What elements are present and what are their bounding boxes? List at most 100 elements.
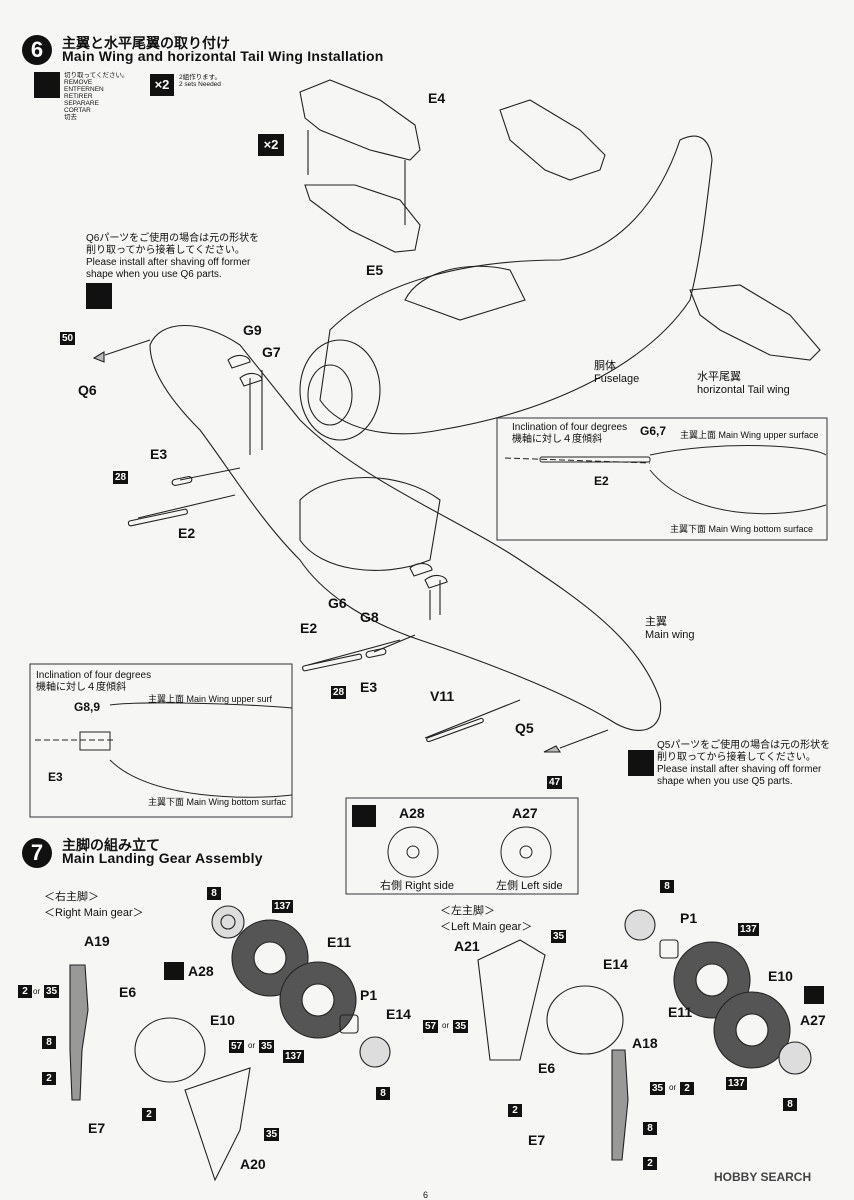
label-a28: A28	[188, 963, 214, 979]
engine-cowl	[299, 339, 381, 441]
left-main-gear-title: ＜左主脚＞ ＜Left Main gear＞	[440, 905, 533, 933]
x2-sets-icon: ×2	[150, 74, 174, 96]
inset1-label-g: G6,7	[640, 424, 667, 438]
step-6-title-en: Main Wing and horizontal Tail Wing Insta…	[62, 48, 384, 64]
label-e5: E5	[366, 262, 384, 278]
paint-badge-8: 8	[42, 1036, 56, 1049]
label-p1: P1	[680, 910, 698, 926]
label-e2: E2	[178, 525, 196, 541]
main-wing-label: 主翼 Main wing	[645, 616, 695, 641]
paint-badge-35: 35	[259, 1040, 275, 1053]
step-7-title-en: Main Landing Gear Assembly	[62, 850, 263, 866]
label-e4: E4	[428, 90, 446, 106]
paint-box	[345, 797, 579, 895]
label-e11: E11	[327, 934, 352, 950]
q6-note: Q6パーツをご使用の場合は元の形状を 削り取ってから接着してください。 Plea…	[86, 233, 260, 280]
right-gear-leg	[69, 964, 89, 1101]
label-e7: E7	[88, 1120, 106, 1136]
label-p1: P1	[360, 987, 378, 1003]
inset2-label-e: E3	[48, 770, 63, 784]
part-e4	[299, 79, 421, 161]
paint-badge-35: 35	[650, 1082, 666, 1095]
paint-badge-137: 137	[726, 1077, 747, 1090]
inset1-label-e: E2	[594, 474, 609, 488]
paint-badge-137: 137	[272, 900, 293, 913]
step-6-title-ja: 主翼と水平尾翼の取り付け	[62, 35, 230, 51]
label-e11: E11	[668, 1004, 693, 1020]
left-gear-leg	[611, 1049, 629, 1161]
remove-legend: 切り取ってください。 REMOVE ENTFERNEN RETIRER SEPA…	[64, 72, 129, 121]
paint-badge-2: 2	[42, 1072, 56, 1085]
inset-box-g67	[496, 417, 828, 541]
label-g9: G9	[243, 322, 262, 338]
label-e2: E2	[300, 620, 318, 636]
paint-badge-8: 8	[376, 1087, 390, 1100]
part-e5	[304, 184, 421, 253]
inset1-bottom-surface: 主翼下面 Main Wing bottom surface	[670, 524, 814, 534]
x2-tail-icon: ×2	[258, 134, 284, 156]
label-g8: G8	[360, 609, 379, 625]
or-text: or	[248, 1041, 256, 1050]
remove-icon	[628, 750, 654, 776]
label-e3: E3	[360, 679, 378, 695]
step-7-number: 7	[22, 838, 52, 868]
paint-badge-8: 8	[207, 887, 221, 900]
label-e3: E3	[150, 446, 168, 462]
fuselage-label: 胴体 Fuselage	[594, 360, 640, 385]
label-g7: G7	[262, 344, 281, 360]
label-a18: A18	[632, 1035, 658, 1051]
label-g6: G6	[328, 595, 347, 611]
paint-badge-28: 28	[113, 471, 129, 484]
label-e10: E10	[210, 1012, 235, 1028]
paint-badge-2: 2	[508, 1104, 522, 1117]
paint-label-a27: A27	[512, 805, 538, 821]
paint-badge-35: 35	[264, 1128, 280, 1141]
paint-badge-137: 137	[283, 1050, 304, 1063]
inset1-upper-surface: 主翼上面 Main Wing upper surface	[680, 430, 819, 440]
paint-badge-2: 2	[680, 1082, 694, 1095]
inset1-inclination: Inclination of four degrees 機軸に対し４度傾斜	[512, 422, 628, 445]
paint-brush-icon	[804, 986, 824, 1004]
paint-badge-47: 47	[547, 776, 563, 789]
paint-badge-57: 57	[229, 1040, 245, 1053]
inset2-label-g: G8,9	[74, 700, 101, 714]
left-gear-door	[477, 939, 546, 1061]
paint-right-side: 右側 Right side	[380, 880, 454, 892]
paint-badge-8: 8	[783, 1098, 797, 1111]
or-text: or	[669, 1083, 677, 1092]
label-q6: Q6	[78, 382, 97, 398]
paint-badge-8: 8	[660, 880, 674, 893]
paint-badge-2: 2	[142, 1108, 156, 1121]
right-main-gear-title: ＜右主脚＞ ＜Right Main gear＞	[44, 891, 144, 919]
step-6-number: 6	[22, 35, 52, 65]
label-q5: Q5	[515, 720, 534, 736]
paint-brush-icon	[352, 805, 376, 827]
watermark: HOBBY SEARCH	[714, 1170, 812, 1184]
canopy	[404, 265, 526, 321]
label-e10: E10	[768, 968, 793, 984]
right-gear-door	[184, 1067, 251, 1182]
paint-badge-35: 35	[551, 930, 567, 943]
paint-badge-28: 28	[331, 686, 347, 699]
label-e7: E7	[528, 1132, 546, 1148]
inset-box-g89	[29, 663, 293, 818]
paint-badge-35: 35	[44, 985, 60, 998]
tail-wing-label: 水平尾翼 horizontal Tail wing	[697, 371, 790, 396]
page-number: 6	[423, 1190, 429, 1200]
label-a21: A21	[454, 938, 480, 954]
tail-stabilizer-upper	[499, 99, 606, 181]
q5-note: Q5パーツをご使用の場合は元の形状を 削り取ってから接着してください。 Plea…	[657, 740, 831, 787]
paint-left-side: 左側 Left side	[496, 880, 563, 892]
inset2-bottom-surface: 主翼下面 Main Wing bottom surfac	[148, 797, 287, 807]
paint-badge-35: 35	[453, 1020, 469, 1033]
fuselage	[319, 135, 713, 435]
label-e6: E6	[538, 1060, 556, 1076]
label-e6: E6	[119, 984, 137, 1000]
label-a19: A19	[84, 933, 110, 949]
step-7-title-ja: 主脚の組み立て	[62, 837, 160, 853]
paint-brush-icon	[164, 962, 184, 980]
paint-badge-2: 2	[18, 985, 32, 998]
paint-badge-50: 50	[60, 332, 76, 345]
paint-badge-8: 8	[643, 1122, 657, 1135]
